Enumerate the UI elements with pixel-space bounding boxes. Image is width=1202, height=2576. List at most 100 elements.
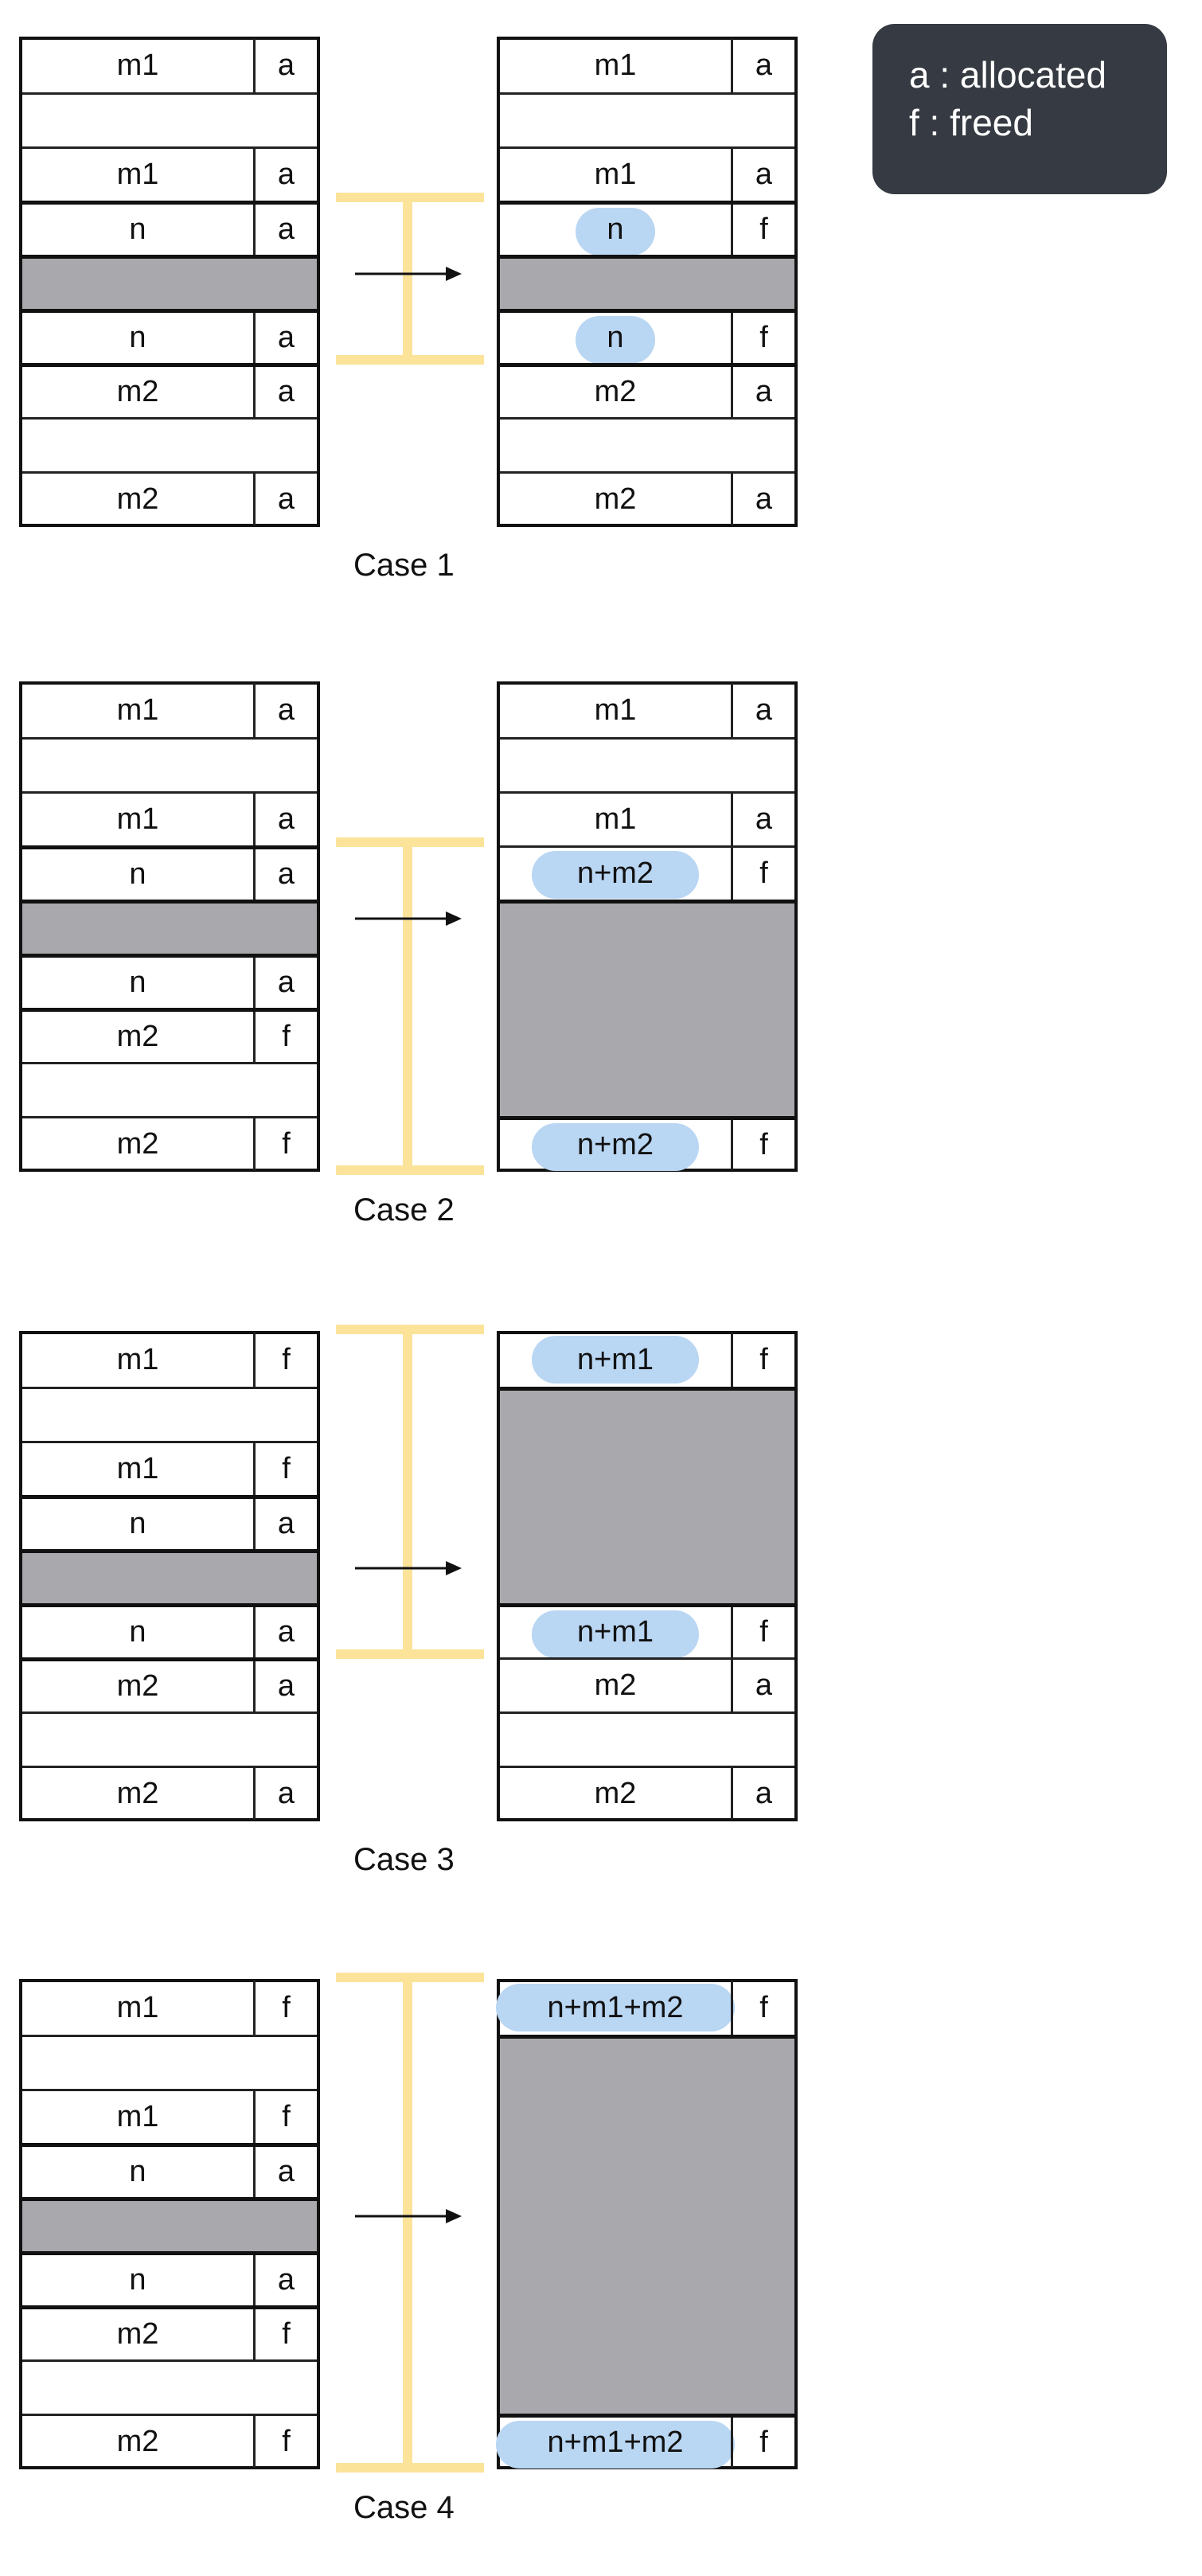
block-size-label: m1 [594,802,637,836]
memory-row: n+m1+m2 f [496,2414,794,2469]
coalesced-highlight [532,1336,699,1384]
allocation-status: f [253,1981,317,2035]
block-size-label: m2 [116,1777,159,1810]
case-caption: Case 1 [353,548,455,583]
block-size-label: m2 [594,482,637,516]
allocation-status: a [253,2147,317,2197]
memory-row [22,737,317,791]
memory-row [22,2359,317,2414]
memory-row [22,1549,317,1603]
block-size-label: m1 [116,1452,159,1485]
block-size-label: m2 [116,482,159,516]
block-size-label: m2 [116,1127,159,1161]
legend-box: a : allocated f : freed [872,24,1167,194]
block-size-label: n [129,2263,146,2297]
allocation-status: a [253,683,317,737]
allocation-status: f [731,313,794,363]
block-size-label: m1 [116,48,159,82]
allocation-status: a [731,367,794,417]
memory-row [500,2143,794,2197]
arrow-head [446,2209,462,2223]
memory-row: n+m2 f [500,1116,794,1171]
memory-row [500,417,794,471]
allocation-status: f [731,1981,794,2035]
block-size-label: n [129,1615,146,1649]
block-size-label: n+m2 [576,1128,654,1161]
memory-row: m1 f [22,1441,317,1495]
memory-row [500,255,794,309]
memory-row [500,1711,794,1766]
memory-row [22,1387,317,1441]
allocation-status: f [731,1120,794,1170]
allocation-status: a [253,849,317,900]
memory-row: m2 f [22,1008,317,1062]
allocation-status: a [731,149,794,201]
allocation-status: a [253,1768,317,1820]
legend-allocated: a : allocated [909,54,1107,96]
block-size-label: m1 [594,158,637,191]
allocation-status: f [253,2309,317,2359]
memory-row [22,1711,317,1766]
memory-row [22,1062,317,1116]
block-size-label: n+m2 [576,857,654,890]
allocation-status: f [731,2418,794,2468]
memory-row [22,900,317,954]
allocation-status: f [731,1607,794,1657]
block-size-label: m2 [116,1669,159,1703]
block-size-label: n [607,213,624,246]
coalesced-highlight [576,208,655,256]
memory-row [500,2251,794,2305]
memory-row [500,1008,794,1062]
memory-row [22,2197,317,2251]
allocation-status: f [253,1012,317,1062]
allocation-status: a [253,2255,317,2305]
case-caption: Case 4 [353,2490,455,2525]
block-size-label: n+m1+m2 [547,2426,684,2459]
allocation-status: a [253,205,317,255]
allocation-status: a [253,313,317,363]
block-size-label: n [129,321,146,354]
block-size-label: n+m1 [576,1615,654,1649]
allocation-status: f [253,1443,317,1495]
block-size-label: m2 [116,1020,159,1053]
allocation-status: a [731,683,794,737]
block-size-label: n [129,1507,146,1540]
block-size-label: m2 [116,2317,159,2351]
arrow-head [446,267,462,281]
block-size-label: m1 [116,2100,159,2133]
memory-row [22,417,317,471]
arrow-head [446,911,462,926]
allocation-status: a [731,1768,794,1820]
memory-row: n+m1 f [500,1603,794,1658]
allocation-status: f [731,205,794,255]
allocation-status: a [253,367,317,417]
memory-row: m2 a [22,1766,317,1820]
allocation-status: a [731,38,794,92]
block-size-label: n [129,857,146,891]
block-size-label: m1 [594,693,637,727]
block-size-label: n+m1 [576,1342,654,1376]
